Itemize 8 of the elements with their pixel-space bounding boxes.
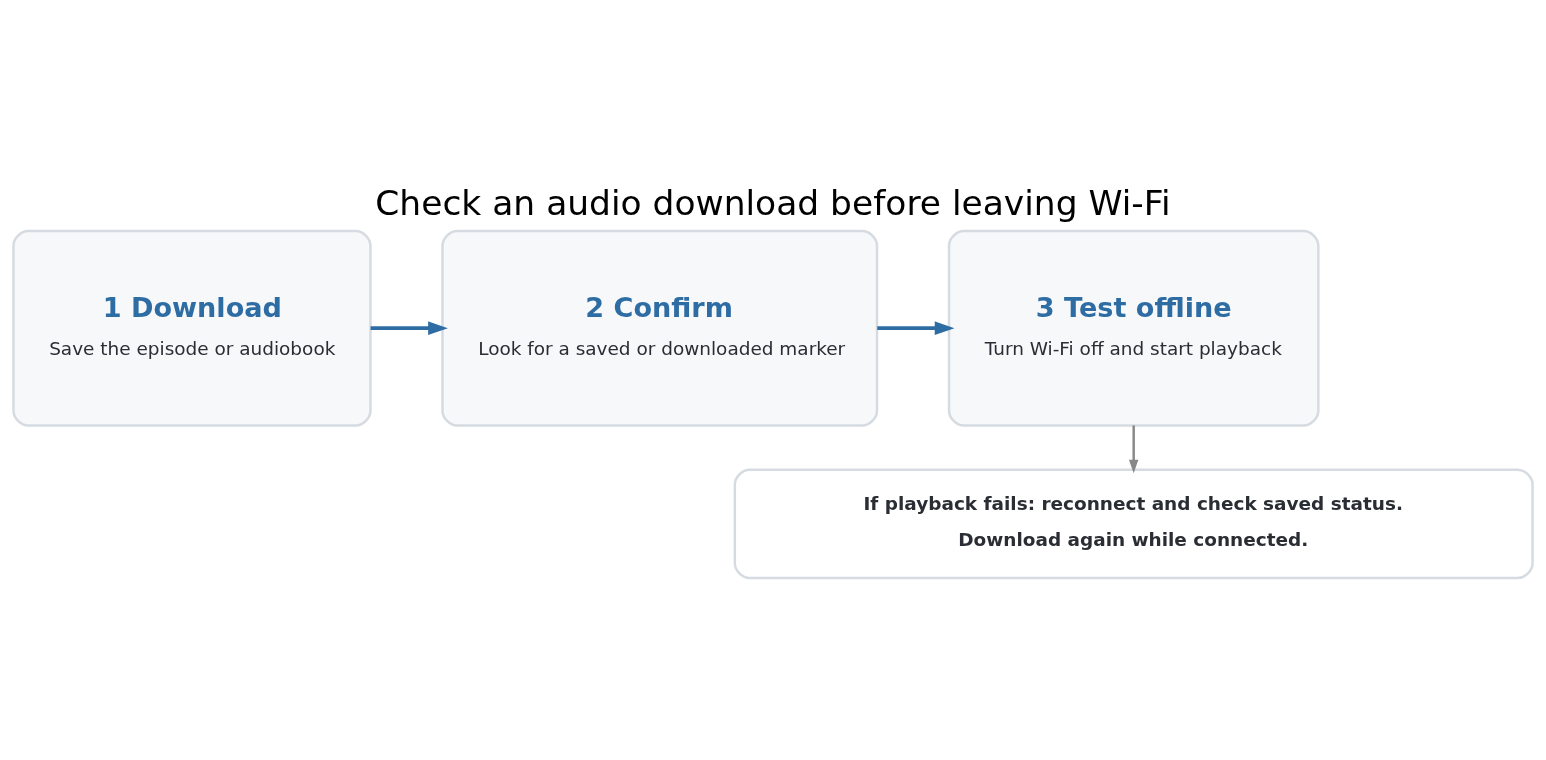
node-box: If playback fails: reconnect and check saved status. Download again while connected. [733,468,1534,579]
arrow [877,320,955,335]
arrow [370,320,448,335]
node-box: 2 Confirm Look for a saved or downloaded marker [441,229,879,427]
arrow [1128,425,1139,473]
node-box: 1 Download Save the episode or audiobook [12,229,372,427]
diagram-title: Check an audio download before leaving Wi-Fi [375,182,1171,223]
node-box: 3 Test offline Turn Wi-Fi off and start playback [947,229,1320,427]
